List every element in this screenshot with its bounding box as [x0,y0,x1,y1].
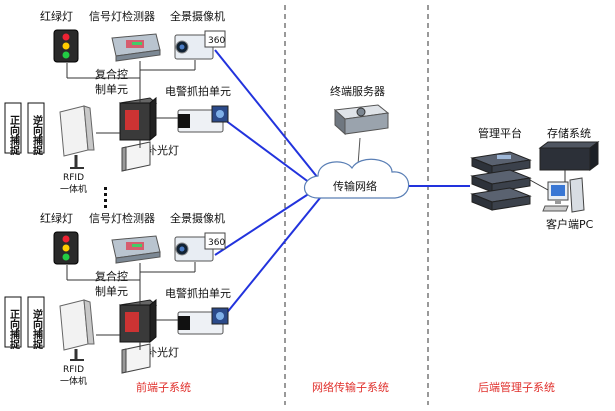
front-group-bottom: 红绿灯 信号灯检测器 全景摄像机 360 复合控 制单元 [4,211,231,387]
terminal-server-icon [333,104,390,136]
backend-connectors [529,170,566,191]
front-top-connectors [66,60,196,148]
network-subsystem-label: 网络传输子系统 [312,380,389,394]
ellipsis-dots [104,187,107,208]
composite-controller-icon [118,298,158,344]
reverse-capture-box: 逆向捕捉 [27,102,45,156]
police-capture-label: 电警抓拍单元 [165,84,231,98]
traffic-light-icon [53,231,79,265]
fill-light-icon [121,343,151,374]
client-pc-label: 客户端PC [546,217,594,231]
panorama-camera-icon: 360 [174,232,226,262]
reverse-capture-label: 逆向捕捉 [31,308,43,350]
police-camera-icon [177,105,229,133]
fill-light-label: 补光灯 [146,143,179,157]
mgmt-platform-icon [470,151,532,211]
forward-capture-box: 正向捕捉 [4,296,22,350]
front-subsystem-label: 前端子系统 [136,380,191,394]
rfid-label-line2: 一体机 [60,183,87,195]
camera-badge-text: 360 [208,36,225,46]
rfid-label-line1: RFID [63,173,84,183]
storage-system-icon [538,141,600,171]
front-group-top: 红绿灯 信号灯检测器 全景摄像机 360 复合控 制单元 [4,9,231,195]
rfid-label-line1: RFID [63,365,84,375]
signal-detector-icon [111,235,161,264]
forward-capture-box: 正向捕捉 [4,102,22,156]
composite-ctrl-label-line2: 制单元 [95,83,128,96]
signal-detector-label: 信号灯检测器 [89,211,155,225]
composite-controller-icon [118,96,158,142]
rfid-unit-icon [59,105,95,169]
rfid-unit-icon [59,299,95,361]
transport-network-label: 传输网络 [333,179,377,193]
network-links [214,49,470,316]
rfid-label-line2: 一体机 [60,375,87,387]
terminal-server-label: 终端服务器 [330,84,385,98]
composite-ctrl-label-line1: 复合控 [95,269,128,283]
client-pc-icon [542,177,585,213]
back-subsystem-label: 后端管理子系统 [478,380,555,394]
composite-ctrl-label-line2: 制单元 [95,285,128,298]
camera-badge-text: 360 [208,238,225,248]
front-bottom-connectors [66,262,196,350]
reverse-capture-box: 逆向捕捉 [27,296,45,350]
fill-light-label: 补光灯 [146,345,179,359]
panorama-camera-label: 全景摄像机 [170,9,225,23]
traffic-light-label: 红绿灯 [40,9,73,23]
link-police-top [224,119,311,184]
transport-network-cloud: 传输网络 [303,158,410,199]
traffic-light-icon [53,29,79,63]
panorama-camera-label: 全景摄像机 [170,211,225,225]
signal-detector-icon [111,33,161,62]
link-panorama-bottom [214,192,311,256]
storage-system-label: 存储系统 [547,126,591,140]
police-capture-label: 电警抓拍单元 [165,286,231,300]
mgmt-platform-label: 管理平台 [478,126,522,140]
panorama-camera-icon: 360 [174,30,226,60]
forward-capture-label: 正向捕捉 [8,115,20,156]
traffic-light-label: 红绿灯 [40,211,73,225]
forward-capture-label: 正向捕捉 [8,309,20,350]
composite-ctrl-label-line1: 复合控 [95,67,128,81]
link-panorama-top [214,49,319,179]
fill-light-icon [121,141,151,172]
link-police-bottom [224,197,321,316]
link-server-cloud [357,137,361,166]
police-camera-icon [177,307,229,335]
reverse-capture-label: 逆向捕捉 [31,114,43,156]
signal-detector-label: 信号灯检测器 [89,9,155,23]
